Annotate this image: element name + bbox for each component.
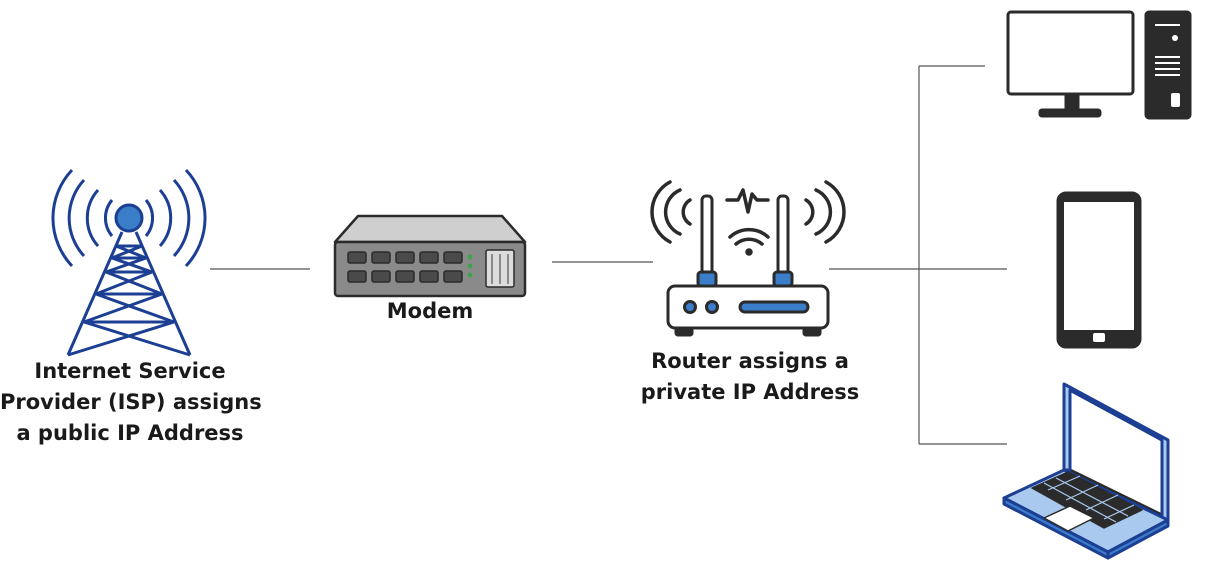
connectors [210, 65, 1007, 445]
router-label-line-1: Router assigns a [651, 349, 849, 373]
isp-label-line-1: Internet Service [34, 359, 226, 383]
laptop-icon [1002, 382, 1170, 560]
modem-icon [333, 214, 527, 298]
router-icon [650, 180, 846, 337]
smartphone-icon [1056, 191, 1142, 349]
router-label-line-2: private IP Address [640, 380, 860, 404]
isp-tower-icon [51, 168, 207, 357]
router-label: Router assigns a private IP Address [620, 346, 880, 408]
modem-label: Modem [386, 299, 474, 323]
isp-label-line-3: a public IP Address [16, 421, 244, 445]
isp-label: Internet Service Provider (ISP) assigns … [0, 356, 262, 449]
isp-label-line-2: Provider (ISP) assigns [0, 390, 262, 414]
desktop-computer-icon [1006, 10, 1192, 120]
